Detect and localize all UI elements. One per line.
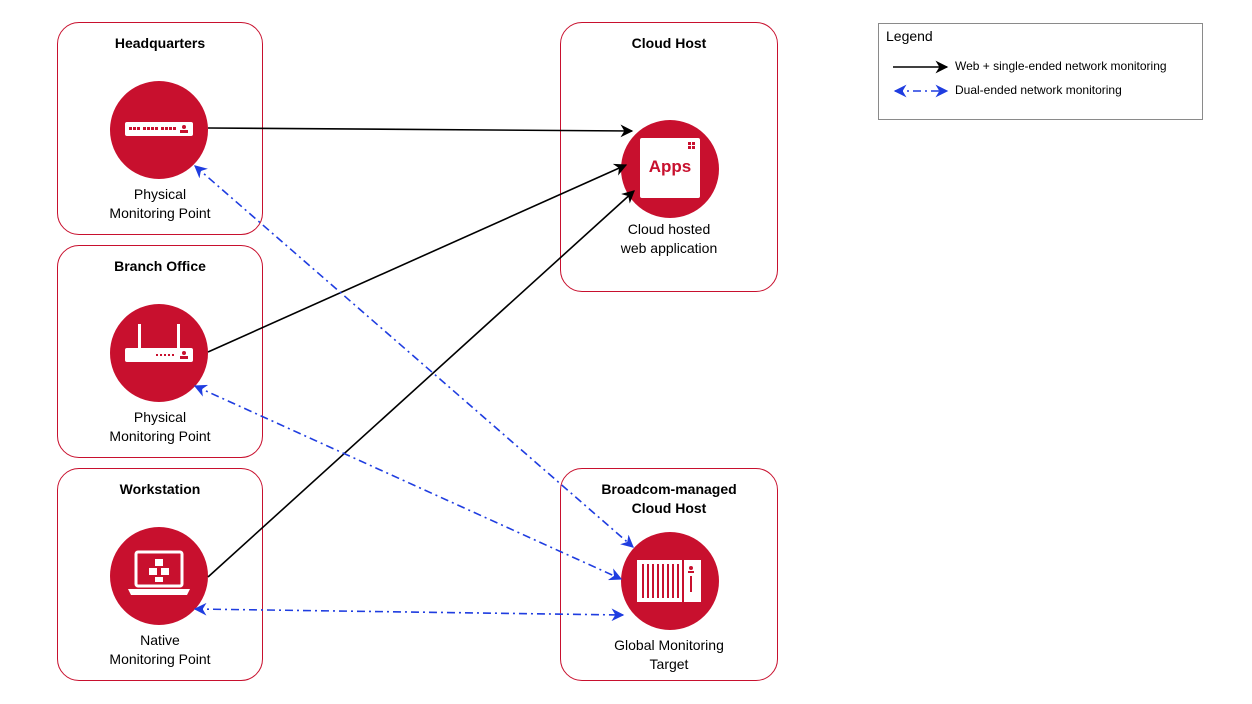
network-appliance-icon xyxy=(125,122,193,136)
branch-office-title: Branch Office xyxy=(114,258,206,274)
branch-office-caption: Physical Monitoring Point xyxy=(70,408,250,446)
branch-office-caption-line2: Monitoring Point xyxy=(109,428,211,444)
branch-office-caption-line1: Physical xyxy=(133,409,187,425)
headquarters-title: Headquarters xyxy=(114,35,206,51)
broadcom-cloud-title-line2: Cloud Host xyxy=(631,500,707,516)
legend-solid-label: Web + single-ended network monitoring xyxy=(955,59,1167,73)
container-icon xyxy=(637,560,701,602)
hq-to-cloud-arrow xyxy=(207,124,634,138)
workstation-caption: Native Monitoring Point xyxy=(70,631,250,669)
workstation-title: Workstation xyxy=(119,481,201,497)
legend-solid-arrow xyxy=(893,60,949,74)
headquarters-caption: Physical Monitoring Point xyxy=(70,185,250,223)
legend: Legend Web + single-ended network monito… xyxy=(878,23,1203,120)
workstation-node xyxy=(110,527,208,625)
wireless-router-icon xyxy=(125,324,193,362)
legend-dashed-arrow xyxy=(893,84,949,98)
cloud-host-caption-line2: web application xyxy=(620,240,718,256)
branch-office-node xyxy=(110,304,208,402)
laptop-icon xyxy=(128,550,190,595)
branch-to-cloud-arrow xyxy=(207,163,628,353)
hq-to-gmt-dashed-arrow xyxy=(194,165,634,548)
headquarters-caption-line1: Physical xyxy=(133,186,187,202)
branch-to-gmt-dashed-arrow xyxy=(193,384,623,581)
legend-dashed-label: Dual-ended network monitoring xyxy=(955,83,1122,97)
workstation-to-gmt-dashed-arrow xyxy=(193,602,625,622)
cloud-host-title: Cloud Host xyxy=(631,35,707,51)
broadcom-cloud-caption: Global Monitoring Target xyxy=(579,636,759,674)
cloud-host-caption-line1: Cloud hosted xyxy=(627,221,711,237)
cloud-host-caption: Cloud hosted web application xyxy=(579,220,759,258)
broadcom-cloud-caption-line1: Global Monitoring xyxy=(614,637,724,653)
cloud-host-node: Apps xyxy=(621,120,719,218)
headquarters-node xyxy=(110,81,208,179)
broadcom-cloud-caption-line2: Target xyxy=(649,656,689,672)
workstation-caption-line1: Native xyxy=(140,632,180,648)
headquarters-caption-line2: Monitoring Point xyxy=(109,205,211,221)
apps-icon xyxy=(640,138,700,198)
workstation-caption-line2: Monitoring Point xyxy=(109,651,211,667)
apps-icon-label: Apps xyxy=(648,157,692,176)
legend-title: Legend xyxy=(886,28,933,44)
broadcom-cloud-node xyxy=(621,532,719,630)
workstation-to-cloud-arrow xyxy=(207,190,635,578)
broadcom-cloud-title-line1: Broadcom-managed xyxy=(601,481,737,497)
